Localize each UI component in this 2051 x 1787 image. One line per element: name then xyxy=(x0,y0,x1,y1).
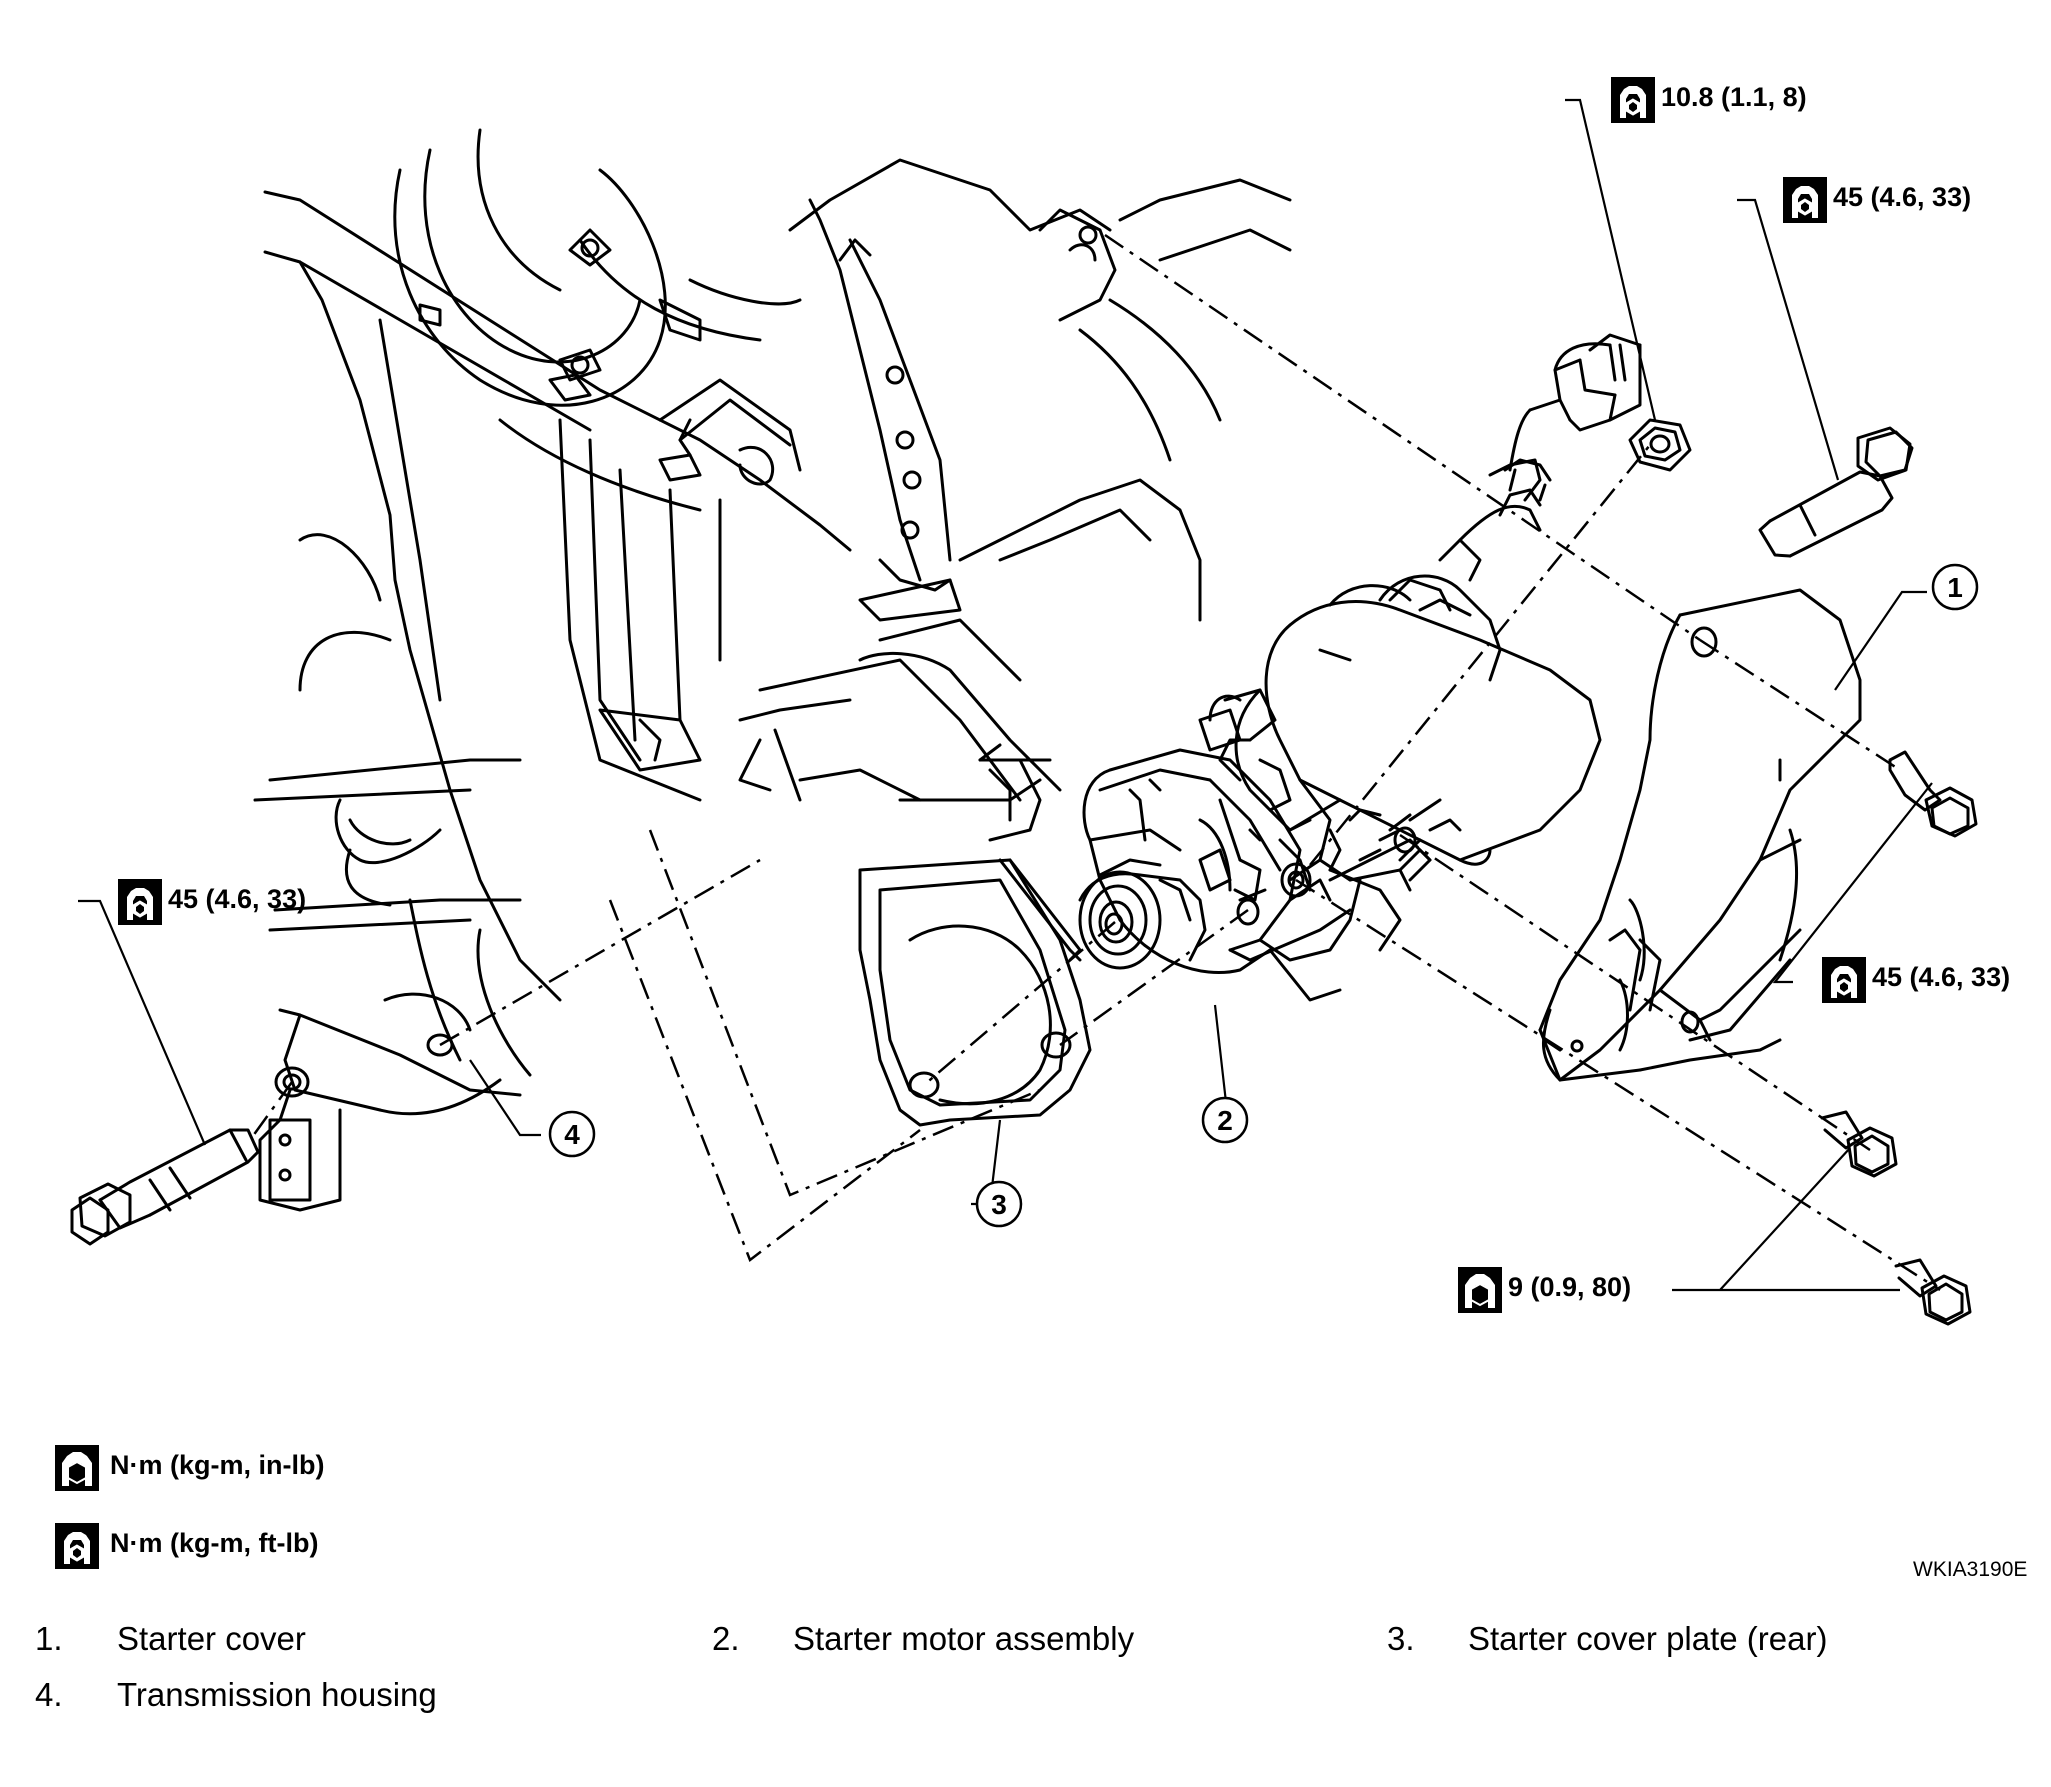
leader-4 xyxy=(469,1059,541,1137)
wrench-outline-icon xyxy=(1822,957,1866,1003)
align-line-5 xyxy=(1295,878,1941,1292)
part-num-1: 1. xyxy=(35,1620,63,1657)
svg-text:2: 2 xyxy=(1217,1105,1233,1136)
callout-2: 2 xyxy=(1201,1096,1249,1144)
torque-spec-c: 45 (4.6, 33) xyxy=(1872,962,2011,992)
starter-cover-drawing xyxy=(1538,588,1862,1082)
legend-ft-lb: N·m (kg-m, ft-lb) xyxy=(110,1528,319,1558)
align-line-3 xyxy=(1309,444,1651,866)
torque-spec-e: 9 (0.9, 80) xyxy=(1508,1272,1632,1302)
cover-plate-drawing xyxy=(858,858,1092,1127)
starter-motor-drawing xyxy=(1078,458,1602,1002)
leader-spec-a xyxy=(1565,98,1657,421)
connector-drawing xyxy=(1488,333,1642,502)
leader-spec-c xyxy=(1772,782,1933,984)
part-name-2: Starter motor assembly xyxy=(793,1620,1135,1657)
svg-text:1: 1 xyxy=(1947,572,1963,603)
wrench-filled-icon xyxy=(1458,1267,1502,1313)
align-line-6 xyxy=(1059,908,1249,1047)
leader-1 xyxy=(1834,590,1927,691)
bolt-top xyxy=(1758,426,1914,558)
align-line-10 xyxy=(648,829,1041,1197)
bolt-lower-1 xyxy=(1820,1110,1898,1178)
part-name-4: Transmission housing xyxy=(117,1676,437,1713)
part-num-3: 3. xyxy=(1387,1620,1415,1657)
wrench-filled-icon xyxy=(55,1445,99,1491)
svg-text:4: 4 xyxy=(564,1119,580,1150)
part-num-4: 4. xyxy=(35,1676,63,1713)
figure-code: WKIA3190E xyxy=(1913,1558,2028,1581)
leader-spec-d xyxy=(78,899,207,1146)
callout-3: 3 xyxy=(975,1180,1023,1228)
nut-top xyxy=(1628,418,1692,472)
svg-text:3: 3 xyxy=(991,1189,1007,1220)
bolt-mid-right xyxy=(1888,750,1978,838)
transmission-housing-drawing xyxy=(253,128,1292,1212)
align-line-9 xyxy=(248,1081,294,1141)
align-line-8 xyxy=(439,858,761,1047)
legend-in-lb: N·m (kg-m, in-lb) xyxy=(110,1450,325,1480)
torque-spec-b: 45 (4.6, 33) xyxy=(1833,182,1972,212)
bolt-left xyxy=(70,1128,260,1246)
leader-spec-b xyxy=(1737,198,1840,481)
wrench-outline-icon xyxy=(1783,177,1827,223)
align-line-4 xyxy=(1399,833,1871,1152)
leader-spec-e xyxy=(1672,1147,1900,1292)
align-line-11 xyxy=(608,899,921,1263)
torque-spec-d: 45 (4.6, 33) xyxy=(168,884,307,914)
align-line-1 xyxy=(1104,233,1701,642)
torque-spec-a: 10.8 (1.1, 8) xyxy=(1661,82,1807,112)
part-num-2: 2. xyxy=(712,1620,740,1657)
callout-1: 1 xyxy=(1931,563,1979,611)
part-name-1: Starter cover xyxy=(117,1620,306,1657)
wrench-outline-icon xyxy=(55,1523,99,1569)
wrench-outline-icon xyxy=(118,879,162,925)
callout-4: 4 xyxy=(548,1110,596,1158)
part-name-3: Starter cover plate (rear) xyxy=(1468,1620,1828,1657)
align-line-2 xyxy=(1699,638,1901,772)
wrench-outline-icon xyxy=(1611,77,1655,123)
parts-list: 1. Starter cover 2. Starter motor assemb… xyxy=(0,1620,2051,1740)
